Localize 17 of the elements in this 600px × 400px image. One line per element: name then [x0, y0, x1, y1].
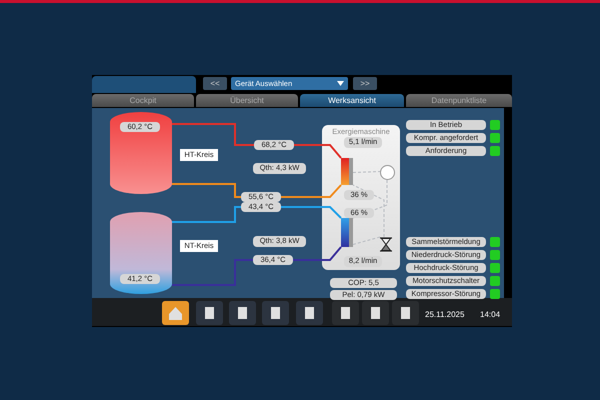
compressor-icon: [380, 165, 395, 180]
date-label: 25.11.2025: [425, 309, 466, 321]
tab: Werksansicht: [300, 94, 404, 107]
nav-button: >>: [353, 77, 377, 90]
tab: Übersicht: [196, 94, 298, 107]
heat-exchanger-icon: [341, 218, 353, 247]
tab: Datenpunktliste: [406, 94, 512, 107]
tab: Cockpit: [92, 94, 194, 107]
expansion-valve-icon: [380, 237, 392, 252]
refrigerant-line: [352, 171, 380, 173]
heat-exchanger-icon: [341, 158, 353, 185]
storage-tank: [110, 212, 172, 294]
time-label: 14:04: [480, 309, 502, 321]
refrigerant-line: [352, 236, 380, 245]
nav-button: <<: [203, 77, 227, 90]
refrigerant-line: [352, 184, 384, 238]
storage-tank: [110, 112, 172, 194]
